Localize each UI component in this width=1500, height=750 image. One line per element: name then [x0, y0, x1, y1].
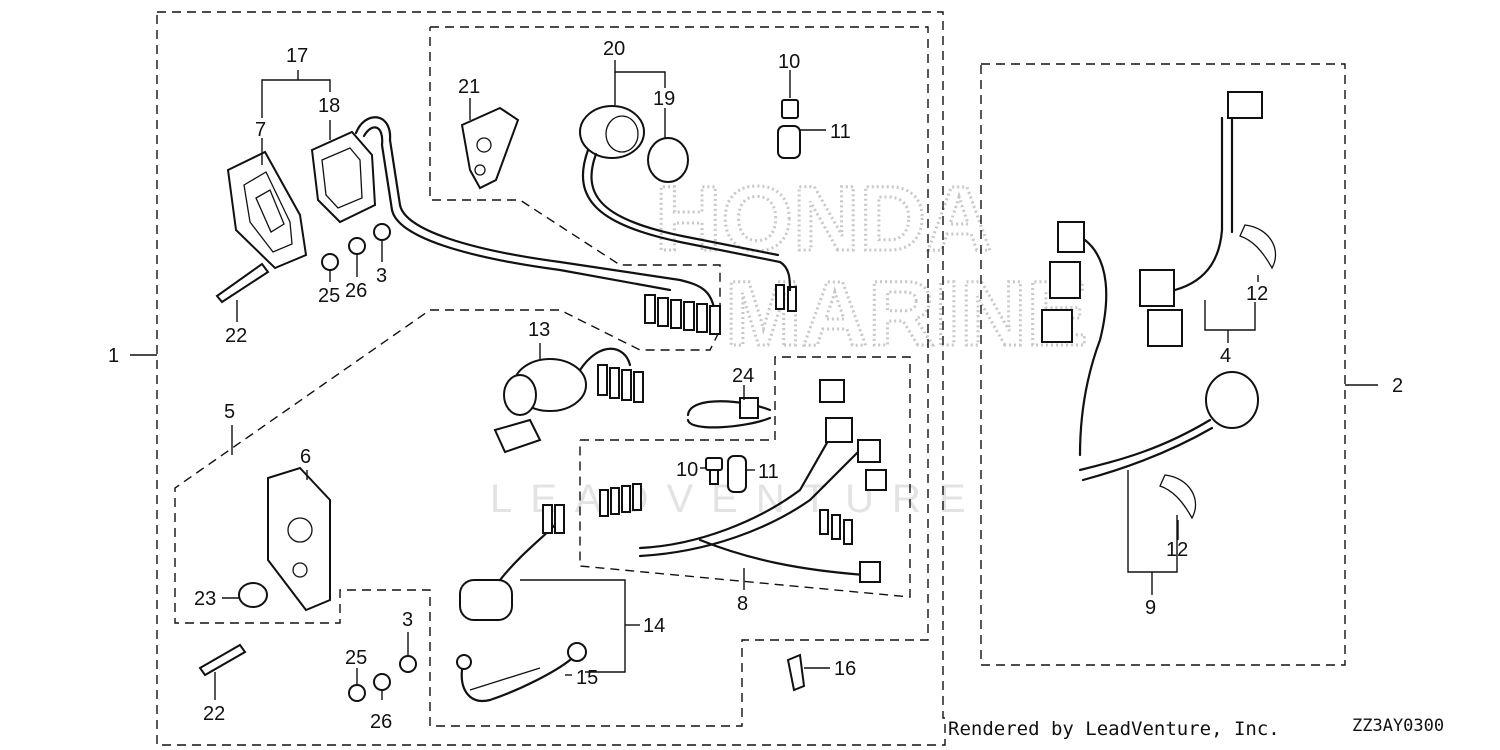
callout-21: 21 [458, 76, 480, 98]
callout-14: 14 [643, 615, 665, 637]
watermark-marine: MARINE [725, 263, 1088, 365]
part-15-lanyard [456, 642, 587, 703]
part-21-bracket [460, 106, 520, 190]
assembly-outlines [156, 11, 1346, 746]
callout-11-mid: 11 [758, 461, 779, 483]
part-7-switch-panel [226, 150, 308, 270]
hardware-top [215, 223, 391, 304]
part-16-clip [786, 653, 806, 692]
leader-lines [130, 60, 1378, 700]
part-19-cover [647, 137, 689, 183]
callout-23: 23 [194, 588, 216, 610]
callout-19: 19 [653, 88, 675, 110]
callout-17: 17 [286, 45, 308, 67]
part-14-solenoid [459, 504, 565, 621]
part-12-clips [1159, 224, 1277, 520]
callout-12-top: 12 [1246, 283, 1268, 305]
callout-12-bottom: 12 [1166, 539, 1188, 561]
outline-group-8 [579, 356, 911, 598]
callout-5: 5 [224, 401, 235, 423]
part-4-harness [1041, 91, 1263, 457]
callout-3-top: 3 [376, 265, 387, 287]
callout-6: 6 [300, 446, 311, 468]
rendered-by-credit: Rendered by LeadVenture, Inc. [948, 718, 1280, 740]
callout-22-bottom: 22 [203, 703, 225, 725]
callout-10-mid: 10 [676, 459, 698, 481]
callout-15: 15 [576, 667, 598, 689]
callout-11-top: 11 [830, 121, 851, 143]
part-13-ignition-switch [493, 347, 644, 454]
callout-26-top: 26 [345, 280, 367, 302]
diagram-code: ZZ3AY0300 [1352, 716, 1445, 736]
callout-10-top: 10 [778, 51, 800, 73]
callout-7: 7 [255, 119, 266, 141]
callout-13: 13 [528, 319, 550, 341]
callout-18: 18 [318, 95, 340, 117]
callout-2: 2 [1392, 375, 1403, 397]
callout-20: 20 [603, 38, 625, 60]
connector-cluster-top [644, 284, 797, 335]
part-20-buzzer [579, 105, 792, 292]
part-6-panel [267, 466, 331, 612]
callout-24: 24 [732, 365, 754, 387]
callout-8: 8 [737, 593, 748, 615]
outline-group-1 [156, 11, 946, 746]
watermark-honda: HONDA [655, 168, 992, 270]
callout-16: 16 [834, 658, 856, 680]
outline-group-20 [174, 26, 929, 727]
callout-1: 1 [108, 345, 119, 367]
callout-25-bottom: 25 [345, 647, 367, 669]
callout-22-top: 22 [225, 325, 247, 347]
part-23-nut [238, 582, 268, 608]
hardware-bottom [198, 643, 417, 702]
part-18-switch [310, 116, 717, 322]
part-9-harness [1078, 371, 1259, 482]
part-8-harness [599, 379, 887, 583]
callout-3-bottom: 3 [402, 609, 413, 631]
callout-4: 4 [1220, 345, 1231, 367]
part-10-11-mid [705, 455, 747, 493]
part-10-11-top [777, 99, 801, 159]
callout-25-top: 25 [318, 285, 340, 307]
callout-9: 9 [1145, 597, 1156, 619]
outline-group-2 [980, 63, 1346, 666]
callout-26-bottom: 26 [370, 711, 392, 733]
honda-marine-watermark: HONDA MARINE LEADVENTURE [490, 167, 1089, 522]
part-24-clamp [686, 397, 772, 429]
callout-labels: 1 2 3 3 4 5 6 7 8 9 10 10 11 11 12 12 13… [108, 38, 1403, 733]
